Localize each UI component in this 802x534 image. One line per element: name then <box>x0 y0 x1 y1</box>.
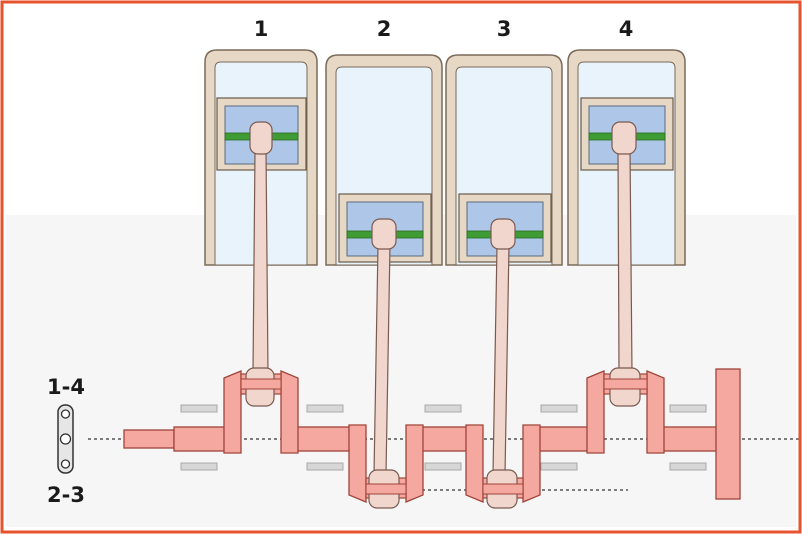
crank-pins <box>240 367 648 509</box>
wrist-pins <box>249 121 637 250</box>
crank-end-view-icon <box>57 404 74 474</box>
rod-4 <box>617 149 633 373</box>
cylinder-3-label: 3 <box>497 17 512 41</box>
lower-background <box>6 215 796 527</box>
main-bearings <box>180 404 707 471</box>
crankshaft <box>123 368 741 503</box>
cylinder-1-label: 1 <box>254 17 269 41</box>
legend-bottom-label: 2-3 <box>47 483 85 507</box>
rod-1 <box>252 149 269 373</box>
connecting-rods <box>252 149 633 475</box>
cylinder-4-label: 4 <box>619 17 634 41</box>
cylinder-2-label: 2 <box>377 17 392 41</box>
legend-top-label: 1-4 <box>47 375 85 399</box>
